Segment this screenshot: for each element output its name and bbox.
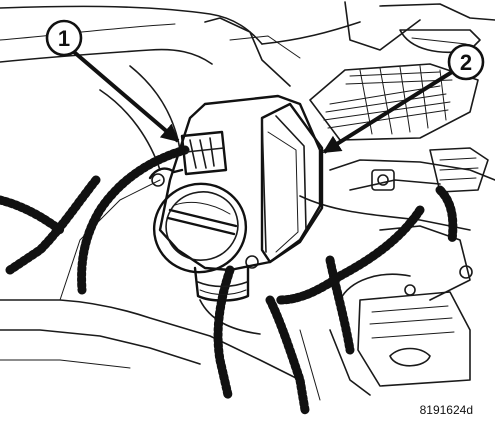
callout-2: 2 (322, 43, 485, 154)
callout-1-circle (45, 19, 83, 57)
throttle-body (148, 94, 324, 302)
electrical-connector (180, 130, 228, 176)
engine-bay-background (0, 1, 495, 401)
callout-1: 1 (45, 19, 180, 143)
callout-2-circle (447, 43, 485, 81)
callout-1-arrow (72, 50, 180, 143)
mounting-bolt-left (151, 173, 165, 187)
callout-2-label: 2 (460, 50, 472, 75)
figure-reference-code: 8191624d (419, 403, 473, 417)
mounting-bolt-right (245, 255, 259, 269)
wiring-harness (0, 145, 458, 415)
callout-2-arrow (322, 70, 454, 154)
callout-1-label: 1 (58, 26, 70, 51)
